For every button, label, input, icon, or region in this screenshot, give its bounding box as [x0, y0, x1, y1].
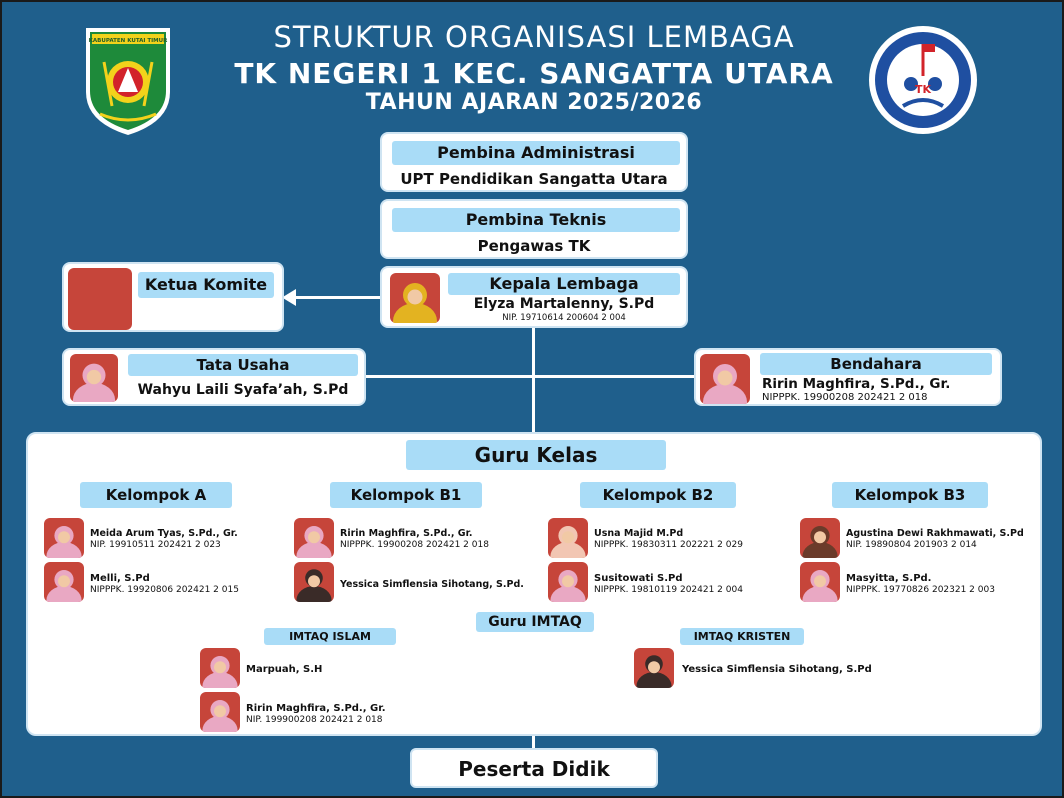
member-name: Marpuah, S.H [246, 664, 323, 675]
peserta-didik-label: Peserta Didik [458, 757, 610, 781]
member-photo [200, 648, 240, 688]
ketua-komite-label: Ketua Komite [138, 272, 274, 298]
pembina-teknis-value: Pengawas TK [477, 237, 591, 255]
bendahara-label: Bendahara [760, 353, 992, 375]
kepala-lembaga-photo [390, 273, 440, 323]
kelompok-a-label: Kelompok A [80, 482, 232, 508]
chart-title-line3: TAHUN AJARAN 2025/2026 [365, 90, 703, 115]
member-name: Yessica Simflensia Sihotang, S.Pd [682, 664, 872, 675]
member-photo [634, 648, 674, 688]
chart-title-line1: STRUKTUR ORGANISASI LEMBAGA [273, 20, 795, 54]
member-name: Masyitta, S.Pd. [846, 573, 932, 584]
member-photo [294, 562, 334, 602]
tata-usaha-photo [70, 354, 118, 402]
chart-title-line2: TK NEGERI 1 KEC. SANGATTA UTARA [234, 57, 834, 90]
member-photo [44, 562, 84, 602]
member-photo [800, 518, 840, 558]
connector-to-komite [292, 296, 384, 299]
kepala-lembaga-box: Kepala Lembaga Elyza Martalenny, S.Pd NI… [380, 266, 688, 328]
member-name: Yessica Simflensia Sihotang, S.Pd. [340, 579, 524, 590]
ketua-komite-box: Ketua Komite [62, 262, 284, 332]
member-name: Usna Majid M.Pd [594, 528, 684, 539]
imtaq-islam-label: IMTAQ ISLAM [264, 628, 396, 645]
arrowhead-icon [282, 289, 296, 306]
pembina-administrasi-value: UPT Pendidikan Sangatta Utara [400, 170, 668, 188]
member-photo [800, 562, 840, 602]
svg-text:KABUPATEN KUTAI TIMUR: KABUPATEN KUTAI TIMUR [89, 38, 168, 44]
peserta-didik-box: Peserta Didik [410, 748, 658, 788]
connector-tu-bendahara [364, 375, 697, 378]
member-name: Melli, S.Pd [90, 573, 150, 584]
member-nip: NIPPPK. 19900208 202421 2 018 [340, 540, 489, 550]
member-name: Ririn Maghfira, S.Pd., Gr. [340, 528, 473, 539]
guru-kelas-panel: Guru Kelas Kelompok A Kelompok B1 Kelomp… [26, 432, 1042, 736]
member-photo [200, 692, 240, 732]
member-photo [548, 518, 588, 558]
member-name: Agustina Dewi Rakhmawati, S.Pd [846, 528, 1024, 539]
member-nip: NIP. 199900208 202421 2 018 [246, 715, 383, 725]
svg-text:TK: TK [915, 83, 932, 96]
pembina-administrasi-box: Pembina Administrasi UPT Pendidikan Sang… [380, 132, 688, 192]
member-name: Meida Arum Tyas, S.Pd., Gr. [90, 528, 238, 539]
tata-usaha-name: Wahyu Laili Syafa’ah, S.Pd [137, 382, 349, 398]
member-photo [44, 518, 84, 558]
pembina-administrasi-label: Pembina Administrasi [392, 141, 680, 165]
pembina-teknis-label: Pembina Teknis [392, 208, 680, 232]
tata-usaha-label: Tata Usaha [128, 354, 358, 376]
kepala-lembaga-nip: NIP. 19710614 200604 2 004 [502, 313, 626, 323]
guru-kelas-label: Guru Kelas [406, 440, 666, 470]
bendahara-photo [700, 354, 750, 404]
member-name: Susitowati S.Pd [594, 573, 683, 584]
kelompok-b2-label: Kelompok B2 [580, 482, 736, 508]
member-nip: NIPPPK. 19770826 202321 2 003 [846, 585, 995, 595]
bendahara-box: Bendahara Ririn Maghfira, S.Pd., Gr. NIP… [694, 348, 1002, 406]
kepala-lembaga-name: Elyza Martalenny, S.Pd [473, 296, 655, 312]
pembina-teknis-box: Pembina Teknis Pengawas TK [380, 199, 688, 259]
member-nip: NIPPPK. 19810119 202421 2 004 [594, 585, 743, 595]
member-photo [294, 518, 334, 558]
ketua-komite-photo-placeholder [68, 268, 132, 330]
member-nip: NIP. 19890804 201903 2 014 [846, 540, 977, 550]
connector-to-peserta [532, 735, 535, 751]
guru-imtaq-label: Guru IMTAQ [476, 612, 594, 632]
imtaq-kristen-label: IMTAQ KRISTEN [680, 628, 804, 645]
kelompok-b1-label: Kelompok B1 [330, 482, 482, 508]
kelompok-b3-label: Kelompok B3 [832, 482, 988, 508]
kepala-lembaga-label: Kepala Lembaga [448, 273, 680, 295]
bendahara-name: Ririn Maghfira, S.Pd., Gr. [762, 376, 951, 392]
member-photo [548, 562, 588, 602]
kutai-timur-crest-logo: KABUPATEN KUTAI TIMUR [86, 28, 170, 135]
tk-logo: TK [869, 26, 977, 134]
member-name: Ririn Maghfira, S.Pd., Gr. [246, 703, 386, 714]
member-nip: NIPPPK. 19830311 202221 2 029 [594, 540, 743, 550]
bendahara-nip: NIPPPK. 19900208 202421 2 018 [762, 392, 928, 403]
member-nip: NIPPPK. 19920806 202421 2 015 [90, 585, 239, 595]
member-nip: NIP. 19910511 202421 2 023 [90, 540, 221, 550]
tata-usaha-box: Tata Usaha Wahyu Laili Syafa’ah, S.Pd [62, 348, 366, 406]
connector-vertical-main [532, 326, 535, 434]
